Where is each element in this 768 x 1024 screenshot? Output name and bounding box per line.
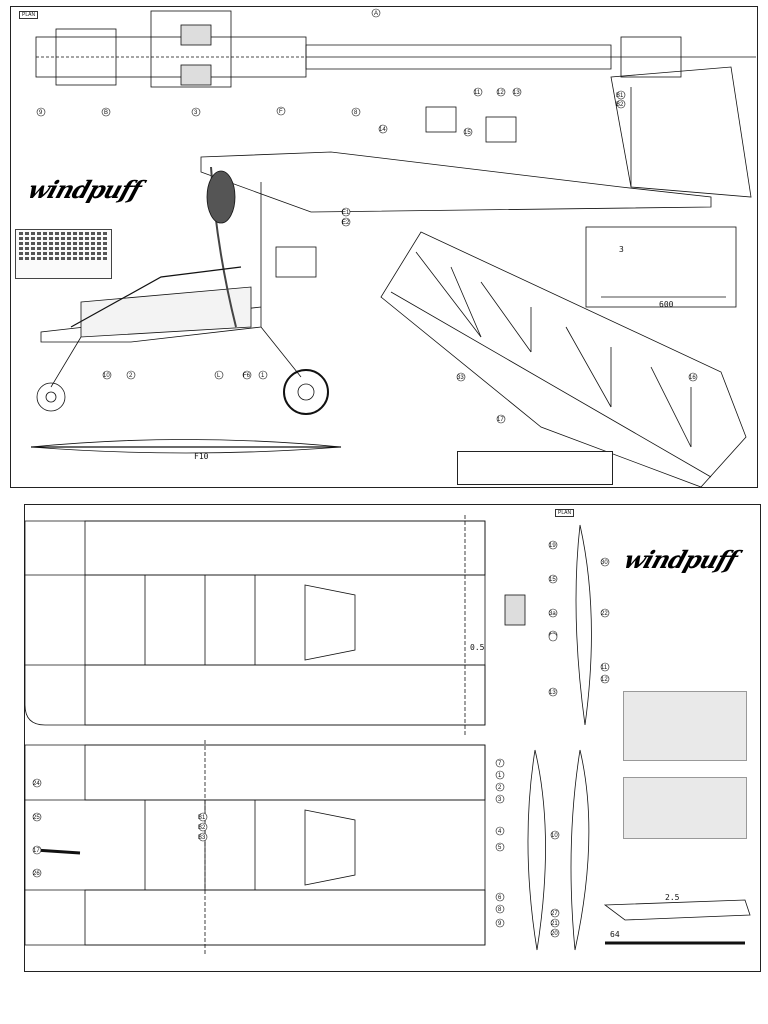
callout-1: 1 — [261, 373, 265, 379]
wing-plan-upper — [24, 515, 486, 735]
callouts-top: A B F 14 15 16 17 B1 B2 E1 E2 11 12 — [36, 8, 698, 424]
callout-a: A — [374, 11, 378, 17]
callout-2: 2 — [129, 373, 133, 379]
callout-7b: 7 — [498, 761, 502, 767]
callout-13: 13 — [513, 90, 520, 96]
specifications-table — [15, 229, 112, 279]
callout-b1: B1 — [616, 93, 624, 99]
callout-b2b: B2 — [198, 825, 206, 831]
callout-9: 9 — [39, 110, 43, 116]
callout-14: 14 — [379, 127, 386, 133]
callout-24: 24 — [33, 781, 40, 787]
callout-19: 19 — [549, 543, 556, 549]
callout-3a: 3a — [549, 611, 556, 617]
callout-e2: E2 — [342, 220, 350, 226]
callout-22: 22 — [601, 611, 608, 617]
callout-l: L — [217, 373, 221, 379]
callout-20: 20 — [551, 931, 558, 937]
photo-aircraft-2 — [623, 777, 747, 839]
warning-note-box — [457, 451, 613, 485]
side-view-fuselage — [30, 66, 752, 454]
windpuff-logo-top: windpuff — [24, 175, 145, 204]
sheet-ref-tag-bottom: PLAN — [555, 509, 575, 517]
callout-6b: 6 — [498, 895, 502, 901]
callouts-bottom: 19 30 15 3a 16 11 12 13 22 24 17 7 1 — [32, 540, 610, 938]
wing-panel — [380, 231, 747, 488]
plan-sheet-top: PLAN — [10, 6, 758, 488]
callout-b1b: B1 — [198, 815, 206, 821]
dimension-span: 600 — [659, 300, 674, 309]
windpuff-logo-bottom: windpuff — [620, 545, 741, 574]
dimension-fuselage: F10 — [194, 452, 209, 461]
callout-3b: 3 — [498, 797, 502, 803]
plan-drawing-top: 3 600 F10 A B F 14 15 16 17 B1 B2 E1 E2 — [30, 8, 756, 488]
callout-15b: 15 — [549, 577, 556, 583]
callout-33: 33 — [457, 375, 464, 381]
dimension-spacer: 0.5 — [470, 643, 485, 652]
callout-30: 30 — [601, 560, 608, 566]
plan-drawing-bottom: 0.5 2.5 64 19 30 15 3a 16 11 12 13 22 24 — [24, 515, 751, 955]
callout-12: 12 — [497, 90, 504, 96]
callout-8b: 8 — [498, 907, 502, 913]
callout-25: 25 — [33, 815, 40, 821]
dimension-tail: 3 — [619, 245, 624, 254]
rib-profiles — [504, 524, 751, 951]
callout-8: 8 — [354, 110, 358, 116]
plan-sheet-bottom: PLAN — [24, 504, 761, 972]
callout-b: B — [104, 110, 108, 116]
callout-17b: 17 — [33, 848, 40, 854]
callout-b2: B2 — [616, 102, 624, 108]
callout-10b: 10 — [551, 833, 558, 839]
wing-plan-lower — [24, 740, 486, 955]
detail-boxes — [425, 106, 737, 308]
callout-2b: 2 — [498, 785, 502, 791]
callout-9b: 9 — [498, 921, 502, 927]
callout-4b: 4 — [498, 829, 502, 835]
callout-27: 27 — [551, 911, 558, 917]
callout-11: 11 — [474, 90, 481, 96]
photo-aircraft-1 — [623, 691, 747, 761]
callout-15: 15 — [464, 130, 471, 136]
callout-3: 3 — [194, 110, 198, 116]
sheet-ref-tag: PLAN — [19, 11, 39, 19]
dimension-rule: 64 — [610, 930, 620, 939]
callout-5b: 5 — [498, 845, 502, 851]
callout-f6: F6 — [243, 373, 251, 379]
callout-13b: 13 — [549, 690, 556, 696]
callout-21: 21 — [551, 921, 558, 927]
callout-11b: 11 — [601, 665, 608, 671]
dimension-small: 2.5 — [665, 893, 680, 902]
callout-1b: 1 — [498, 773, 502, 779]
callout-e1: E1 — [342, 210, 350, 216]
callout-17: 17 — [497, 417, 504, 423]
top-view-fuselage — [35, 10, 756, 88]
callout-f: F — [279, 109, 283, 115]
callout-26: 26 — [33, 871, 40, 877]
callout-16: 16 — [689, 375, 696, 381]
callout-12b: 12 — [601, 677, 608, 683]
callout-10: 10 — [103, 373, 110, 379]
callout-b3: B3 — [198, 835, 206, 841]
